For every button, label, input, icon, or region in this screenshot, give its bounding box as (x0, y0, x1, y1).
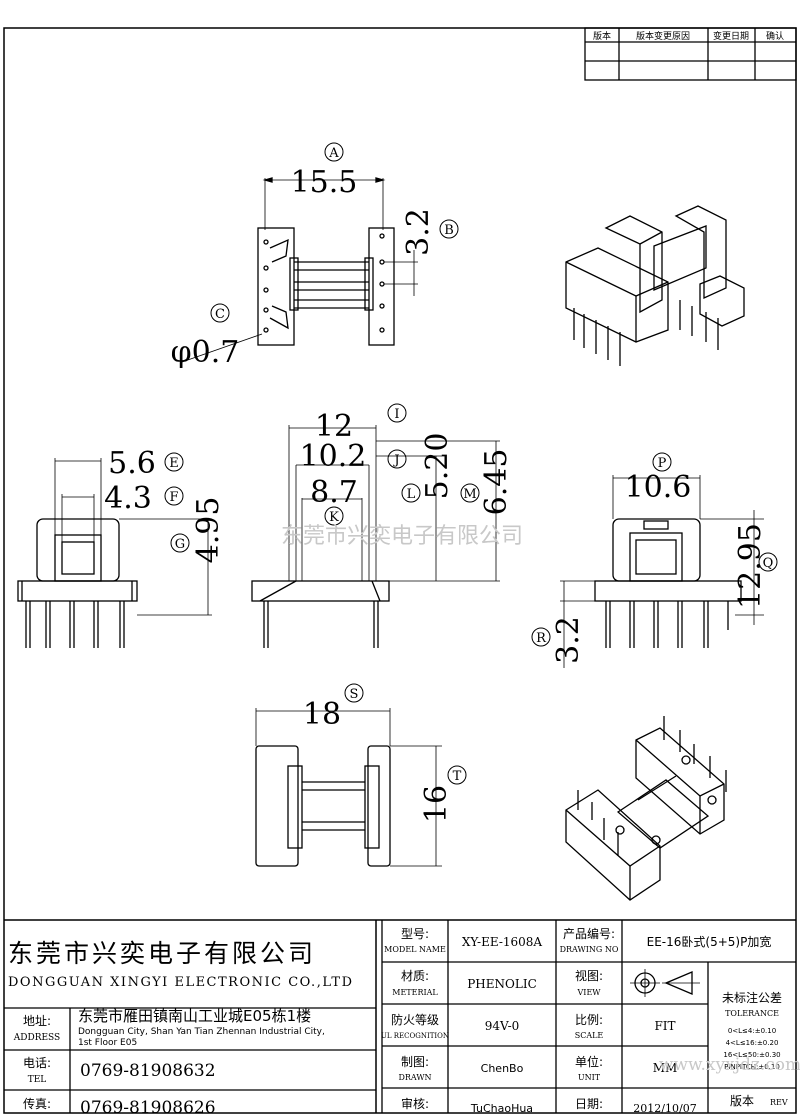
model-value: XY-EE-1608A (462, 935, 543, 949)
fax-label-cn: 传真: (23, 1096, 51, 1111)
drawn-label-en: DRAWN (398, 1073, 431, 1082)
tolerance-row-2: 4<L≤16:±0.20 (726, 1039, 779, 1047)
dim-t-value: 16 (419, 785, 454, 823)
flame-value: 94V-0 (485, 1019, 520, 1033)
dim-j-value: 10.2 (300, 439, 367, 474)
rev-col-date: 变更日期 (713, 30, 749, 42)
unit-label-cn: 单位: (575, 1054, 603, 1069)
dim-p-value: 10.6 (625, 470, 692, 505)
drawing-no-label-cn: 产品编号: (563, 926, 615, 941)
label-a: A (328, 146, 339, 161)
dim-a-value: 15.5 (291, 165, 358, 200)
title-block: 东莞市兴奕电子有限公司 DONGGUAN XINGYI ELECTRONIC C… (4, 919, 800, 1115)
address-label-cn: 地址: (23, 1014, 51, 1028)
rev-col-confirm: 确认 (766, 30, 784, 42)
dim-e-value: 5.6 (108, 446, 156, 481)
isometric-view-bottom (565, 716, 727, 901)
company-name-cn: 东莞市兴奕电子有限公司 (8, 939, 316, 968)
address-en-line2: 1st Floor E05 (78, 1038, 137, 1048)
address-label-en: ADDRESS (13, 1033, 60, 1043)
scale-label-en: SCALE (575, 1031, 604, 1040)
view-label-cn: 视图: (575, 968, 603, 983)
checked-value: TuChaoHua (470, 1102, 533, 1115)
label-g: G (175, 537, 185, 552)
date-label-cn: 日期: (575, 1097, 603, 1111)
drawing-no-label-en: DRAWING NO (560, 945, 619, 954)
unit-label-en: UNIT (578, 1073, 601, 1082)
label-t: T (453, 769, 462, 784)
dim-c-value: φ0.7 (171, 335, 240, 370)
material-label-cn: 材质: (401, 969, 429, 983)
sheet-border (3, 27, 797, 1114)
label-r: R (536, 631, 547, 646)
material-value: PHENOLIC (467, 977, 537, 991)
label-i: I (394, 407, 399, 422)
tolerance-title-cn: 未标注公差 (722, 990, 782, 1005)
dim-l-value: 5.20 (420, 433, 455, 500)
left-view: 5.6 E 4.3 F 4.95 G (17, 446, 226, 648)
scale-value: FIT (654, 1019, 675, 1033)
isometric-view-top (565, 205, 745, 366)
tolerance-title-en: TOLERANCE (725, 1009, 779, 1018)
label-k: K (329, 510, 339, 525)
label-j: J (392, 453, 399, 468)
company-name-en: DONGGUAN XINGYI ELECTRONIC CO.,LTD (8, 975, 354, 990)
tolerance-row-3: 16<L≤50:±0.30 (723, 1051, 780, 1059)
rev-label-en: REV (770, 1098, 788, 1107)
drawn-label-cn: 制图: (401, 1055, 429, 1069)
view-label-en: VIEW (577, 988, 602, 997)
label-f: F (169, 490, 178, 505)
tolerance-row-1: 0<L≤4:±0.10 (728, 1027, 776, 1035)
label-c: C (215, 307, 225, 322)
bottom-view: 18 S 16 T (255, 683, 467, 867)
dim-q-value: 12.95 (733, 523, 768, 609)
label-m: M (463, 487, 476, 502)
dim-k-value: 8.7 (310, 475, 358, 510)
front-view: 12 10.2 8.7 I J K 5.20 6.45 L M (251, 403, 514, 648)
date-value: 2012/10/07 (633, 1102, 696, 1115)
projection-symbol-icon (630, 969, 700, 997)
rev-label-cn: 版本 (730, 1094, 754, 1108)
rev-col-version: 版本 (593, 30, 611, 42)
flame-label-cn: 防火等级 (391, 1012, 439, 1027)
dim-f-value: 4.3 (104, 481, 152, 516)
tel-label-en: TEL (28, 1075, 47, 1085)
right-view: 10.6 P 12.95 Q 3.2 R (531, 452, 778, 668)
dim-i-value: 12 (315, 409, 353, 444)
unit-value: MM (653, 1061, 678, 1075)
label-q: Q (763, 556, 774, 571)
address-cn: 东莞市雁田镇南山工业城E05栋1楼 (78, 1007, 311, 1025)
model-label-cn: 型号: (401, 927, 429, 941)
revision-table: 版本 版本变更原因 变更日期 确认 (584, 27, 797, 81)
tel-label-cn: 电话: (23, 1056, 51, 1070)
rev-col-reason: 版本变更原因 (636, 30, 690, 42)
flame-label-en: UL RECOGNITION (381, 1032, 449, 1040)
tel-value: 0769-81908632 (80, 1061, 216, 1081)
model-label-en: MODEL NAME (384, 945, 446, 954)
label-e: E (169, 456, 179, 471)
watermark-center: 东莞市兴奕电子有限公司 (281, 524, 523, 549)
material-label-en: METERIAL (392, 988, 438, 997)
label-b: B (444, 223, 454, 238)
dim-r-value: 3.2 (551, 616, 586, 664)
dim-m-value: 6.45 (479, 449, 514, 516)
fax-value: 0769-81908626 (80, 1098, 216, 1115)
drawing-no-value: EE-16卧式(5+5)P加宽 (647, 934, 772, 949)
label-l: L (407, 487, 416, 502)
watermark-corner: www.xyxjdz.com (659, 1055, 800, 1075)
dim-s-value: 18 (303, 697, 341, 732)
drawn-value: ChenBo (481, 1062, 524, 1075)
label-s: S (350, 687, 359, 702)
address-en-line1: Dongguan City, Shan Yan Tian Zhennan Ind… (78, 1027, 325, 1037)
top-view: 15.5 A 3.2 B φ0.7 C (171, 142, 459, 370)
tolerance-row-4: PINPITCH:±0.10 (724, 1063, 780, 1071)
label-p: P (658, 456, 667, 471)
scale-label-cn: 比例: (575, 1013, 603, 1027)
checked-label-cn: 审核: (401, 1096, 429, 1111)
dim-b-value: 3.2 (401, 208, 436, 256)
dim-g-value: 4.95 (191, 497, 226, 564)
